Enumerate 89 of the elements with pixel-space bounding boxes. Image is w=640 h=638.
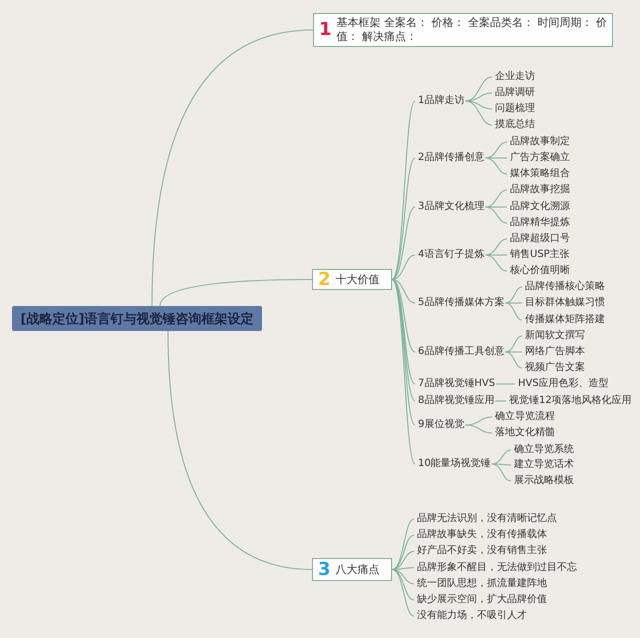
branch-label: 统一团队思想，抓流量建阵地 xyxy=(416,576,548,591)
branch-label: 网络广告脚本 xyxy=(524,345,586,359)
branch-line xyxy=(392,569,414,584)
branch-label: 2品牌传播创意 xyxy=(417,151,486,165)
branch-line xyxy=(392,279,416,352)
branch-label: 确立导览流程 xyxy=(494,410,556,424)
branch-label: 品牌文化溯源 xyxy=(509,200,571,214)
branch-label: 视觉锤12项落地风格化应用 xyxy=(508,394,633,408)
branch-label: 8品牌视觉锤应用 xyxy=(417,394,496,408)
branch-line xyxy=(392,158,416,280)
branch-line xyxy=(464,424,492,434)
branch-label: HVS应用色彩、造型 xyxy=(517,377,610,391)
branch-label: 3品牌文化梳理 xyxy=(417,200,486,214)
topic-box xyxy=(312,558,392,581)
topic-box xyxy=(312,269,392,290)
branch-label: 核心价值明晰 xyxy=(509,264,571,278)
branch-label: 缺少展示空间，扩大品牌价值 xyxy=(416,593,548,607)
branch-line xyxy=(484,254,508,256)
branch-label: 企业走访 xyxy=(494,70,536,84)
branch-line xyxy=(168,330,312,570)
branch-line xyxy=(484,158,508,174)
branch-label: 确立导览系统 xyxy=(513,443,575,457)
branch-line xyxy=(152,30,314,306)
branch-label: 问题梳理 xyxy=(494,102,536,116)
branch-label: 1品牌走访 xyxy=(417,94,466,108)
branch-line xyxy=(504,336,522,352)
branch-line xyxy=(392,279,416,426)
branch-label: 7品牌视觉锤HVS xyxy=(417,377,496,391)
branch-label: 品牌精华提炼 xyxy=(509,216,571,230)
branch-line xyxy=(392,206,416,280)
branch-label: 品牌超级口号 xyxy=(509,232,571,246)
branch-line xyxy=(392,534,414,570)
branch-label: 视频广告文案 xyxy=(524,361,586,375)
branch-label: 6品牌传播工具创意 xyxy=(417,345,506,359)
branch-label: 销售USP主张 xyxy=(509,248,571,262)
branch-label: 展示战略模板 xyxy=(513,474,575,488)
branch-line xyxy=(392,100,416,280)
branch-line xyxy=(491,464,512,466)
branch-label: 广告方案确立 xyxy=(509,151,571,165)
branch-label: 5品牌传播媒体方案 xyxy=(417,296,506,310)
branch-line xyxy=(494,400,506,402)
topic-label: 八大痛点 xyxy=(336,562,380,576)
branch-label: 摸底总结 xyxy=(494,118,536,132)
branch-label: 9展位视觉 xyxy=(417,418,466,432)
topic-number: 1 xyxy=(319,21,332,39)
topic-number: 2 xyxy=(318,270,331,288)
branch-line xyxy=(484,238,508,256)
branch-label: 品牌故事缺失，没有传播载体 xyxy=(416,528,548,542)
branch-label: 没有能力场，不吸引人才 xyxy=(416,609,528,624)
branch-line xyxy=(392,279,416,304)
branch-label: 新闻软文撰写 xyxy=(524,329,586,343)
branch-line xyxy=(491,450,512,464)
branch-line xyxy=(484,254,508,272)
branch-line xyxy=(392,569,414,600)
branch-label: 媒体策略组合 xyxy=(509,167,571,181)
branch-line xyxy=(392,254,416,280)
branch-line xyxy=(464,76,492,102)
branch-line xyxy=(484,142,508,158)
topic-label: 十大价值 xyxy=(336,272,380,286)
topic-number: 3 xyxy=(318,560,331,578)
branch-line xyxy=(392,518,414,570)
branch-line xyxy=(484,190,508,208)
topic-label: 基本框架 全案名： 价格： 全案品类名： 时间周期： 价值： 解决痛点： xyxy=(336,16,607,44)
topic-box xyxy=(313,13,613,47)
branch-label: 品牌形象不醒目，无法做到过目不忘 xyxy=(416,560,578,575)
branch-label: 品牌无法识别，没有清晰记忆点 xyxy=(416,512,558,526)
branch-line xyxy=(484,206,508,224)
branch-line xyxy=(504,286,522,304)
branch-line xyxy=(504,352,522,368)
branch-label: 建立导览话术 xyxy=(513,458,575,472)
branch-label: 品牌故事挖掘 xyxy=(509,183,571,197)
branch-line xyxy=(504,302,522,320)
branch-label: 品牌传播核心策略 xyxy=(524,280,606,294)
branch-label: 10能量场视觉锤 xyxy=(417,457,492,471)
branch-line xyxy=(464,100,492,126)
branch-label: 4语言钉子提炼 xyxy=(417,248,486,262)
branch-label: 品牌调研 xyxy=(494,86,536,100)
branch-label: 传播媒体矩阵搭建 xyxy=(524,313,606,327)
branch-line xyxy=(392,569,414,617)
branch-line xyxy=(504,302,522,304)
branch-label: 落地文化精髓 xyxy=(494,426,556,440)
branch-line xyxy=(392,279,416,464)
branch-label: 目标群体触媒习惯 xyxy=(524,296,606,310)
branch-line xyxy=(160,279,312,306)
branch-label: 品牌故事制定 xyxy=(509,135,571,149)
central-topic-box: [战略定位]语言钉与视觉锤咨询框架设定 xyxy=(12,306,262,331)
branch-label: 好产品不好卖，没有销售主张 xyxy=(416,544,548,558)
branch-line xyxy=(484,206,508,208)
branch-line xyxy=(491,464,512,482)
